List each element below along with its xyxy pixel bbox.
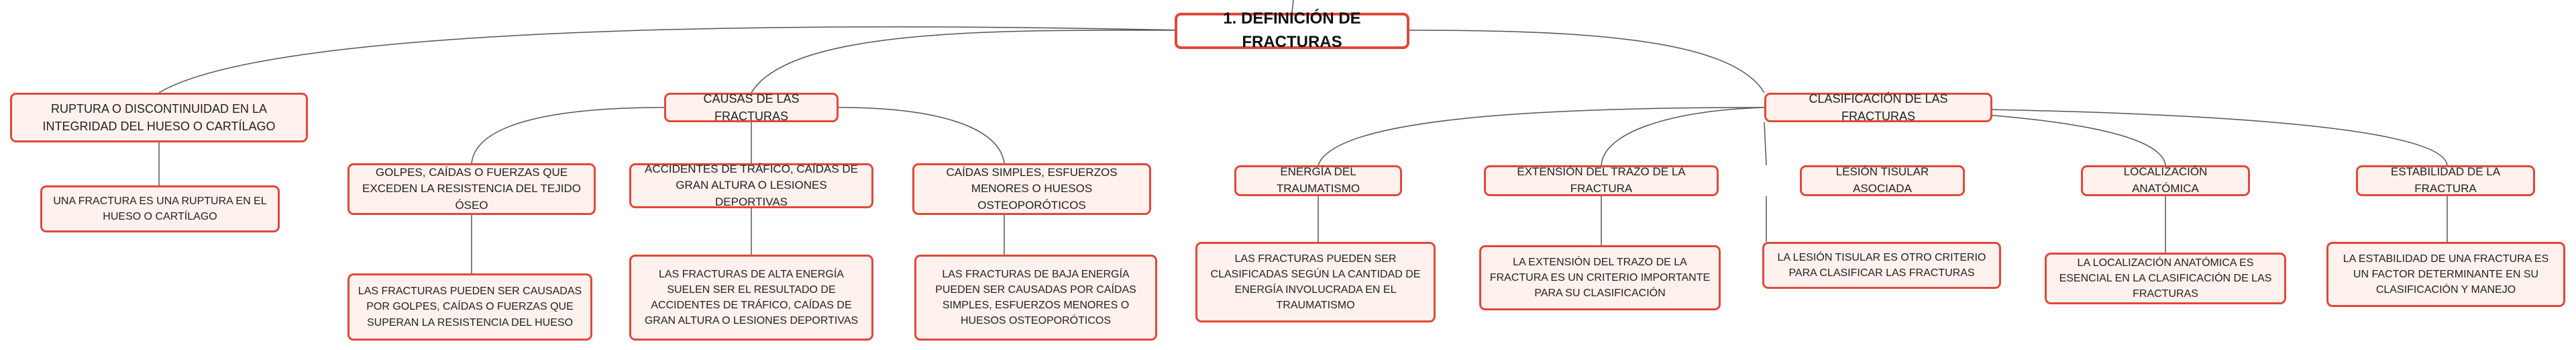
connector xyxy=(838,107,1005,164)
connector xyxy=(471,107,665,164)
topic-clasificacion[interactable]: CLASIFICACIÓN DE LAS FRACTURAS xyxy=(1764,92,1992,123)
subtopic-ruptura-definicion[interactable]: UNA FRACTURA ES UNA RUPTURA EN EL HUESO … xyxy=(40,185,280,232)
root-topic[interactable]: 1. DEFINICIÓN DE FRACTURAS xyxy=(1175,9,1409,51)
subtopic-lesion-tisular[interactable]: LA LESIÓN TISULAR ES OTRO CRITERIO PARA … xyxy=(1762,242,2001,289)
connector xyxy=(1291,0,1294,13)
topic-extension-trazo[interactable]: EXTENSIÓN DEL TRAZO DE LA FRACTURA xyxy=(1484,165,1719,196)
topic-energia-traumatismo[interactable]: ENERGÍA DEL TRAUMATISMO xyxy=(1234,165,1402,196)
topic-golpes-caidas[interactable]: GOLPES, CAÍDAS O FUERZAS QUE EXCEDEN LA … xyxy=(347,163,596,215)
topic-caidas-simples[interactable]: CAÍDAS SIMPLES, ESFUERZOS MENORES O HUES… xyxy=(912,163,1151,215)
connector xyxy=(1601,107,1765,166)
subtopic-caidas-simples[interactable]: LAS FRACTURAS DE BAJA ENERGÍA PUEDEN SER… xyxy=(914,255,1157,341)
topic-ruptura[interactable]: RUPTURA O DISCONTINUIDAD EN LA INTEGRIDA… xyxy=(10,93,308,142)
topic-lesion-tisular[interactable]: LESIÓN TISULAR ASOCIADA xyxy=(1800,165,1965,196)
subtopic-localizacion-anatomica[interactable]: LA LOCALIZACIÓN ANATÓMICA ES ESENCIAL EN… xyxy=(2045,253,2286,304)
subtopic-accidentes-trafico[interactable]: LAS FRACTURAS DE ALTA ENERGÍA SUELEN SER… xyxy=(629,255,873,341)
connector xyxy=(751,30,1181,93)
subtopic-extension-trazo[interactable]: LA EXTENSIÓN DEL TRAZO DE LA FRACTURA ES… xyxy=(1479,245,1721,310)
connector xyxy=(1318,107,1765,166)
subtopic-energia-traumatismo[interactable]: LAS FRACTURAS PUEDEN SER CLASIFICADAS SE… xyxy=(1195,242,1436,322)
subtopic-golpes-caidas[interactable]: LAS FRACTURAS PUEDEN SER CAUSADAS POR GO… xyxy=(347,273,592,341)
connector xyxy=(1764,122,1767,166)
subtopic-estabilidad-fractura[interactable]: LA ESTABILIDAD DE UNA FRACTURA ES UN FAC… xyxy=(2326,242,2565,307)
topic-causas[interactable]: CAUSAS DE LAS FRACTURAS xyxy=(664,92,839,123)
connector xyxy=(1403,30,1765,93)
topic-accidentes-trafico[interactable]: ACCIDENTES DE TRÁFICO, CAÍDAS DE GRAN AL… xyxy=(629,163,873,208)
topic-localizacion-anatomica[interactable]: LOCALIZACIÓN ANATÓMICA xyxy=(2081,165,2250,196)
connector xyxy=(158,26,1181,93)
topic-estabilidad-fractura[interactable]: ESTABILIDAD DE LA FRACTURA xyxy=(2356,165,2535,196)
